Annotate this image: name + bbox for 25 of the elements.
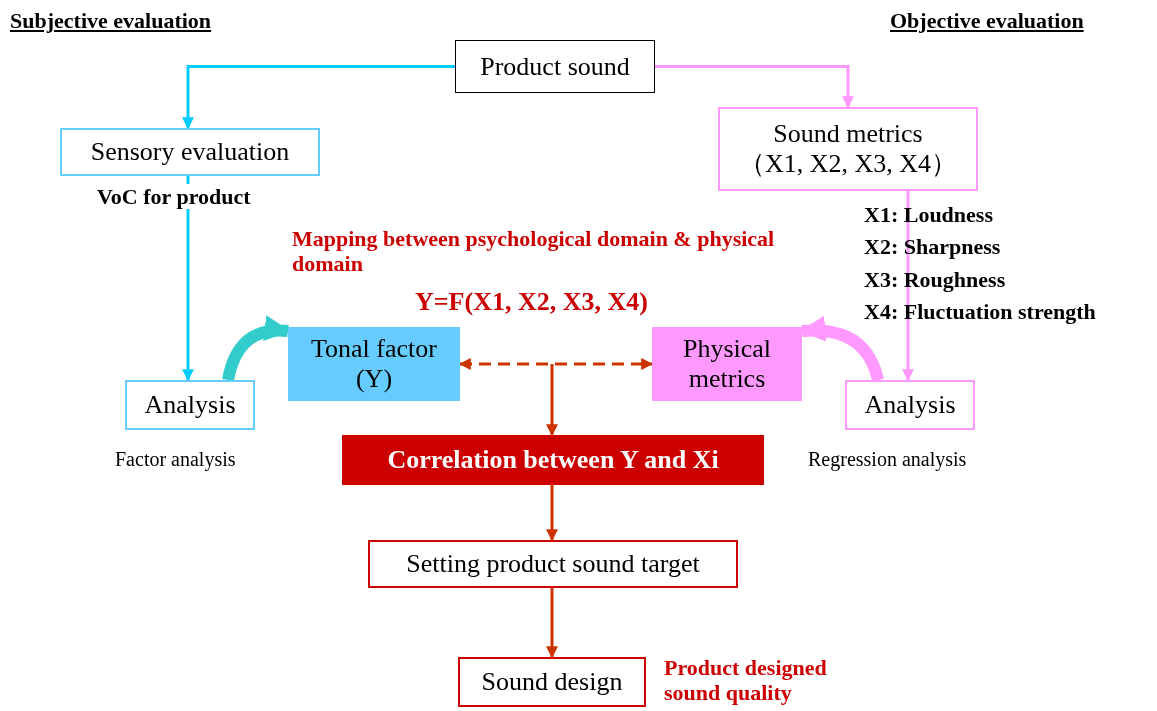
process-box: Product sound: [455, 40, 655, 93]
process-box: Analysis: [845, 380, 975, 430]
process-box: Analysis: [125, 380, 255, 430]
process-box: Sound design: [458, 657, 646, 707]
arrow: [546, 485, 558, 542]
arrow: [182, 65, 455, 130]
arrow: [655, 65, 854, 109]
correlation-box: Correlation between Y and Xi: [342, 435, 764, 485]
section-heading: Objective evaluation: [890, 8, 1084, 34]
process-box: Sensory evaluation: [60, 128, 320, 176]
arrow: [546, 588, 558, 659]
process-box: Sound metrics （X1, X2, X3, X4）: [718, 107, 978, 191]
metric-definition: X1: Loudness: [864, 202, 993, 228]
metric-definition: X4: Fluctuation strength: [864, 299, 1096, 325]
metric-definition: X3: Roughness: [864, 267, 1006, 293]
section-heading: Subjective evaluation: [10, 8, 212, 34]
metrics-box: Physical metrics: [652, 327, 802, 401]
arrow: [546, 364, 558, 437]
metric-definition: X2: Sharpness: [864, 234, 1001, 260]
process-box: Setting product sound target: [368, 540, 738, 588]
factor-box: Tonal factor (Y): [288, 327, 460, 401]
formula-text: Y=F(X1, X2, X3, X4): [415, 287, 648, 317]
arrow: [902, 191, 914, 382]
annotation-text: Mapping between psychological domain & physical domain: [292, 226, 776, 277]
arrow: [182, 176, 194, 382]
